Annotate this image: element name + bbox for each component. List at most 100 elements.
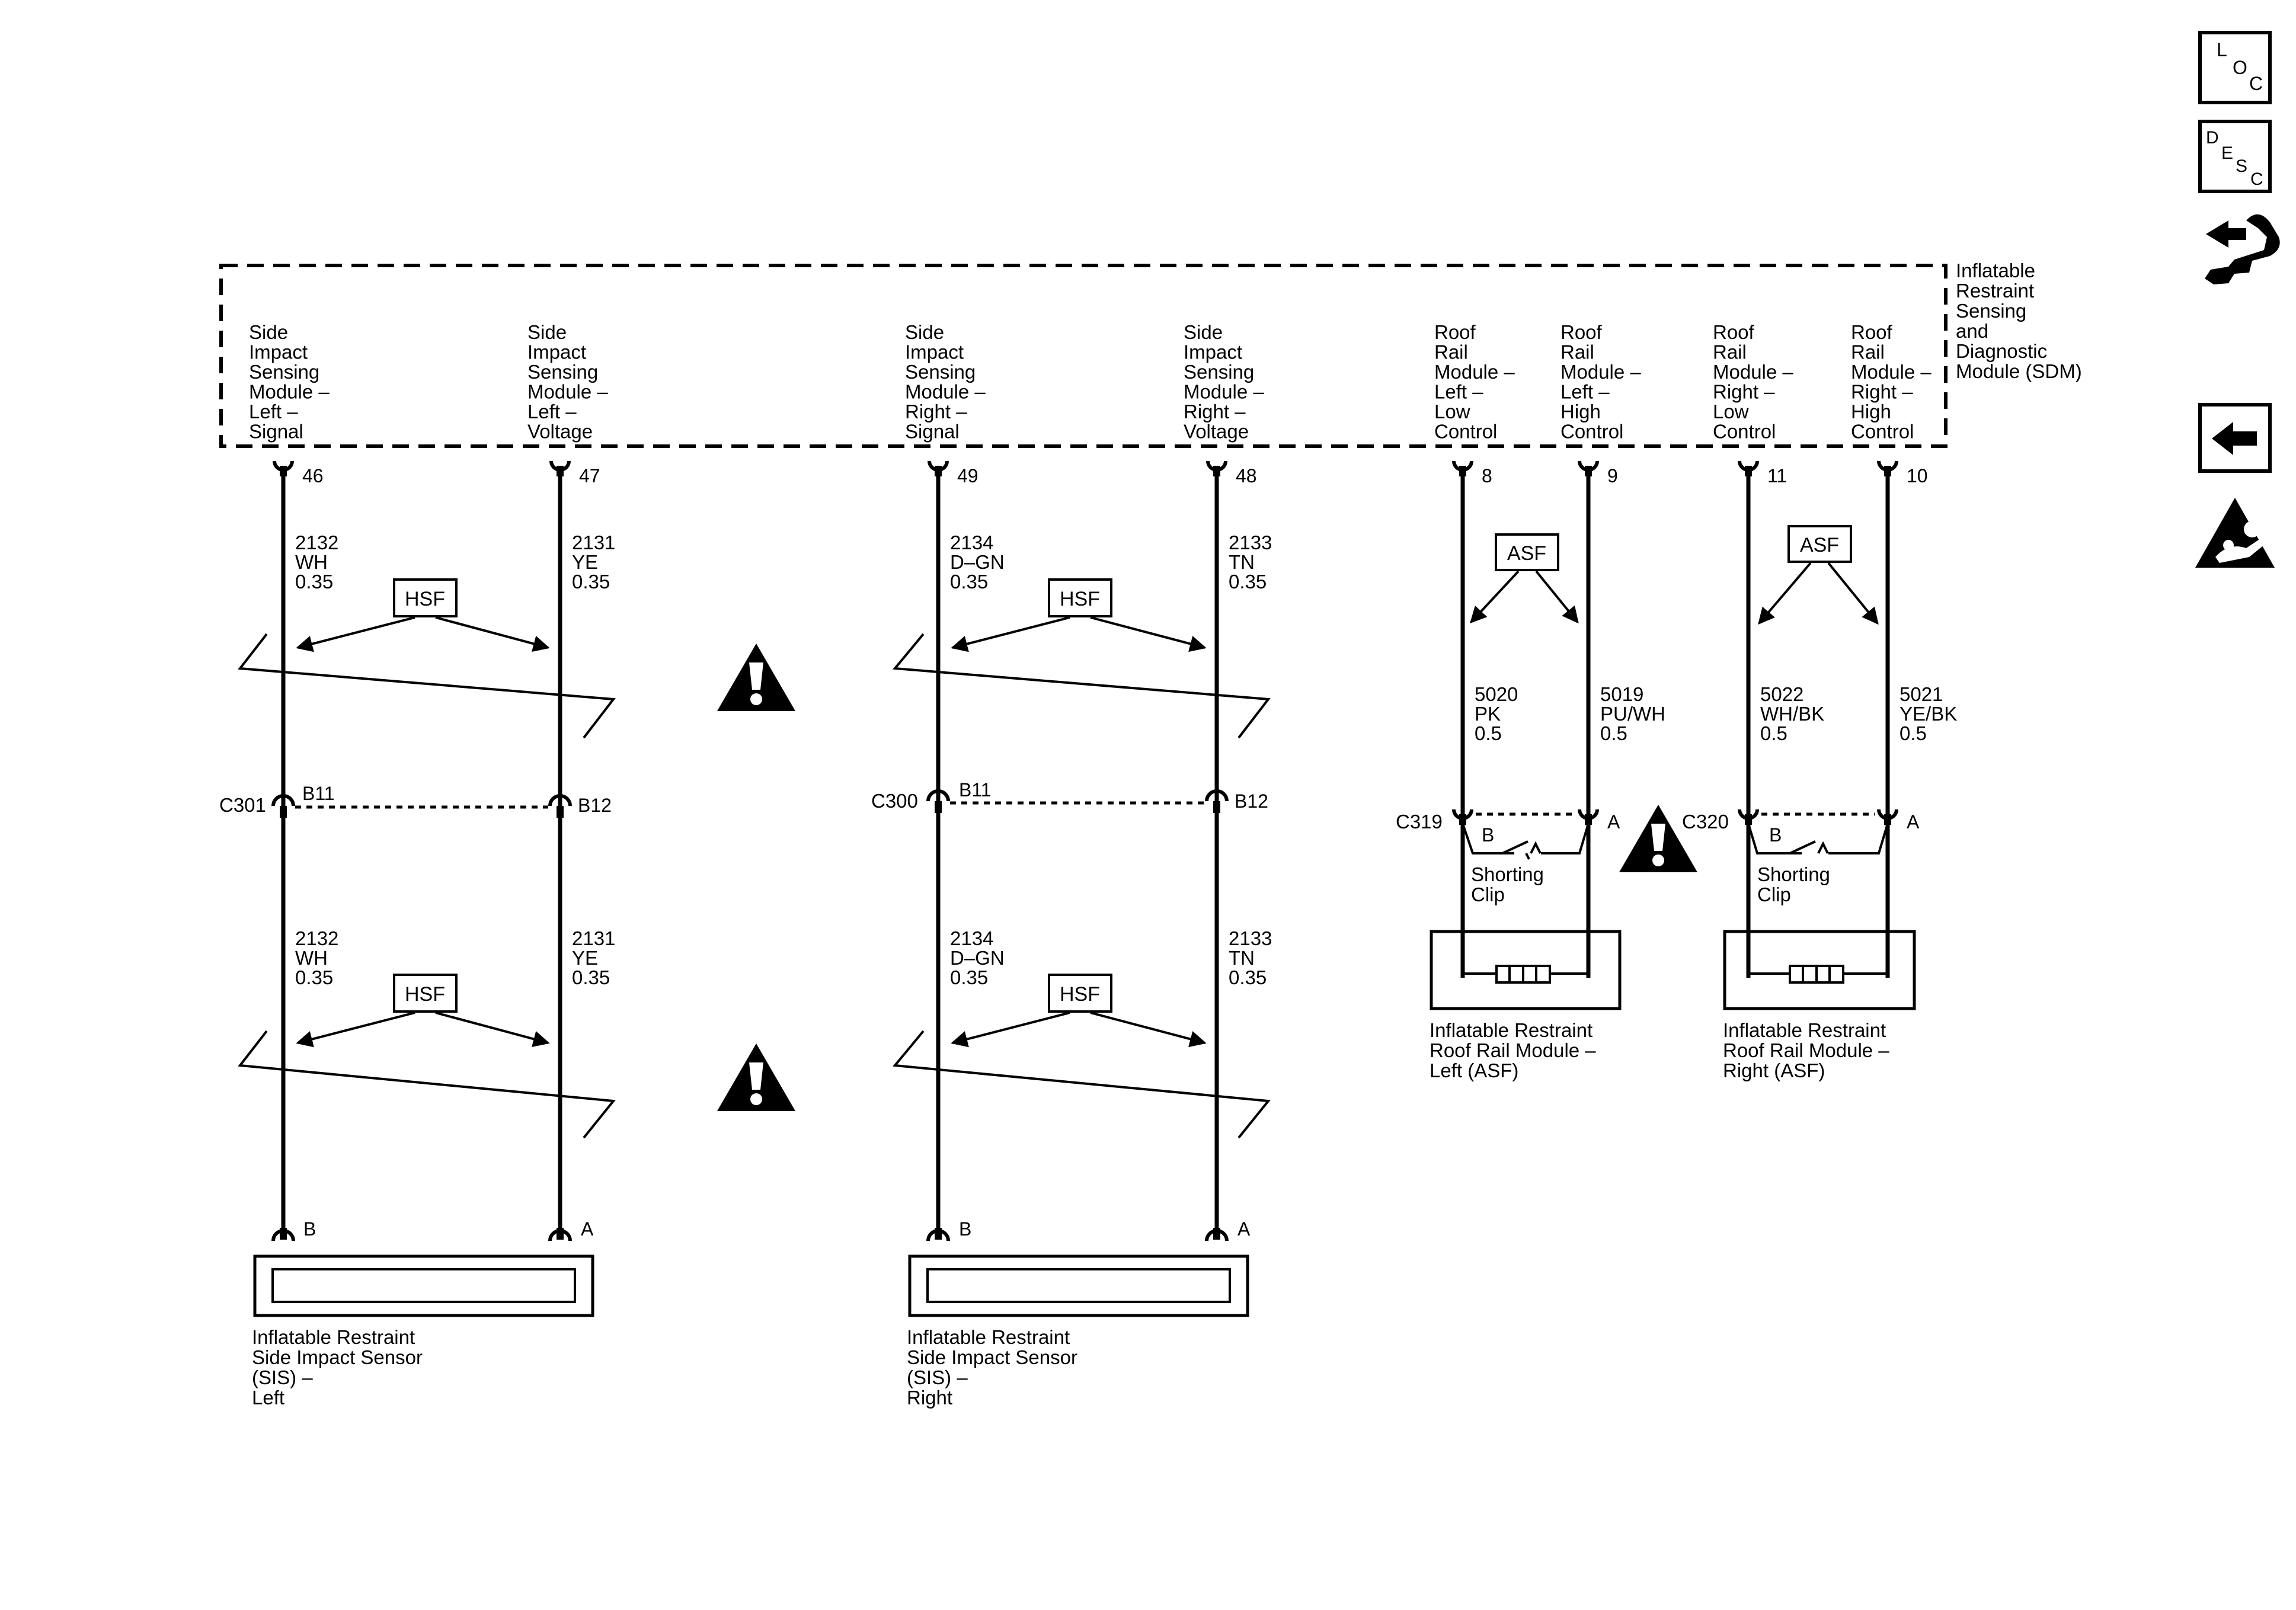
sdm-circuit-label: Roof [1434, 321, 1476, 343]
sdm-circuit-label: Side [249, 321, 288, 343]
side-impact-sensor-left: B A Inflatable Restraint Side Impact Sen… [252, 1218, 594, 1409]
sdm-circuit-label: Low [1434, 401, 1470, 422]
sdm-circuit-label: High [1560, 401, 1601, 422]
sdm-circuit-label: Low [1713, 401, 1749, 422]
sdm-circuit-label: Sensing [527, 361, 598, 383]
connector-c320: C320 B A Shorting Clip [1682, 809, 1920, 978]
wire-label: 0.5 [1475, 722, 1502, 744]
wire-labels-upper: 2132WH0.352131YE0.352134D–GN0.352133TN0.… [295, 532, 1957, 744]
wire-label: WH/BK [1760, 703, 1824, 725]
loc-button[interactable]: L O C [2198, 31, 2272, 104]
sdm-circuit-label: Rail [1434, 341, 1468, 363]
side-impact-sensor-right: B A Inflatable Restraint Side Impact Sen… [907, 1218, 1251, 1409]
asf-label: ASF [1800, 534, 1839, 556]
sdm-circuit-label: Module – [1184, 381, 1264, 403]
hsf-box [393, 578, 458, 617]
sdm-circuit-label: Left – [1560, 381, 1610, 403]
sdm-circuit-label: Module – [249, 381, 330, 403]
sdm-circuit-label: Module – [905, 381, 986, 403]
sdm-circuit-label: Side [527, 321, 567, 343]
sdm-circuit-label: Voltage [1184, 421, 1249, 443]
hsf-label: HSF [405, 983, 445, 1006]
connector-pin: A [1907, 811, 1920, 833]
sdm-connector-sockets [274, 461, 1897, 476]
back-button[interactable] [2198, 403, 2272, 473]
wire-label: D–GN [950, 947, 1005, 969]
hsf-box [393, 974, 458, 1013]
shorting-clip-label: Clip [1471, 884, 1505, 905]
component-label: Roof Rail Module – [1723, 1039, 1889, 1061]
connector-name: C320 [1682, 811, 1729, 833]
sdm-circuit-label: Module – [1560, 361, 1641, 383]
sdm-name-line: Sensing [1956, 300, 2026, 322]
sdm-circuit-label: Module – [1851, 361, 1932, 383]
hsf-box [1048, 578, 1112, 617]
sensor-pin: B [303, 1218, 316, 1240]
wire-label: 2133 [1229, 927, 1272, 949]
loc-letter: O [2233, 57, 2247, 78]
shorting-clip-label: Shorting [1757, 863, 1830, 885]
hsf-twisted-pairs: HSF HSF HSF HSF [238, 578, 1271, 1139]
roof-rail-module-left: Inflatable Restraint Roof Rail Module – … [1430, 930, 1622, 1081]
wire-label: 5020 [1475, 683, 1518, 705]
desc-button[interactable]: D E S C [2198, 120, 2272, 193]
desc-button-icon[interactable] [2198, 120, 2272, 193]
sdm-circuit-label: Control [1560, 421, 1623, 443]
wire-label: 0.5 [1900, 722, 1927, 744]
sdm-circuit-label: Signal [249, 421, 303, 443]
wire-label: 0.35 [950, 571, 988, 593]
sdm-circuit-label: Right – [1851, 381, 1913, 403]
wire-label: 0.35 [572, 966, 610, 988]
airbag-warning-button[interactable] [2195, 498, 2275, 568]
wire-label: 2132 [295, 927, 338, 949]
wire-label: PU/WH [1600, 703, 1665, 725]
wire-label: 0.35 [950, 966, 988, 988]
desc-letter: C [2250, 169, 2263, 189]
sdm-circuit-label: Roof [1560, 321, 1603, 343]
hsf-label: HSF [1060, 588, 1100, 610]
sdm-module-box [219, 264, 1948, 448]
wire-label: 0.35 [1229, 571, 1267, 593]
connector-pin: B11 [302, 783, 335, 804]
wire-label: 0.35 [572, 571, 610, 593]
sdm-circuit-label: Right – [1713, 381, 1775, 403]
wire-label: 2133 [1229, 532, 1272, 553]
wire-label: 2131 [572, 532, 615, 553]
sdm-circuit-label: Sensing [249, 361, 319, 383]
wire-label: YE/BK [1900, 703, 1957, 725]
component-label: Inflatable Restraint [1723, 1019, 1886, 1041]
sdm-circuit-label: Roof [1851, 321, 1893, 343]
sdm-circuit-label: Side [1184, 321, 1223, 343]
component-label: Left [252, 1387, 284, 1409]
sdm-name: InflatableRestraintSensingandDiagnosticM… [1956, 260, 2082, 382]
connector-hand-icon[interactable] [2205, 214, 2280, 284]
loc-button-icon[interactable] [2198, 31, 2272, 104]
asf-box [1495, 533, 1559, 571]
connector-pin: B [1482, 824, 1494, 846]
sdm-pin-number: 48 [1236, 465, 1257, 486]
sdm-circuit-label: Impact [1184, 341, 1242, 363]
wire-label: 2131 [572, 927, 615, 949]
wire-label: 2134 [950, 927, 993, 949]
sdm-circuit-label: Roof [1713, 321, 1755, 343]
wire-label: 5022 [1760, 683, 1803, 705]
connector-pin: B [1769, 824, 1782, 846]
sdm-circuit-label: Rail [1713, 341, 1747, 363]
connector-c300: C300 B11 B12 [871, 779, 1268, 813]
component-label: Right (ASF) [1723, 1060, 1825, 1081]
sdm-circuit-label: Right – [905, 401, 967, 422]
wire-label: 0.35 [295, 966, 333, 988]
component-label: Right [907, 1387, 952, 1409]
wire-label: TN [1229, 551, 1255, 573]
wire-label: 0.35 [295, 571, 333, 593]
sdm-pin-number: 49 [957, 465, 978, 486]
sdm-circuit-label: Left – [1434, 381, 1483, 403]
hsf-box [1048, 974, 1112, 1013]
connector-name: C300 [871, 790, 918, 812]
sdm-name-line: and [1956, 320, 1988, 342]
wire-label: 0.35 [1229, 966, 1267, 988]
hsf-label: HSF [1060, 983, 1100, 1006]
component-label: Inflatable Restraint [907, 1326, 1070, 1348]
asf-box [1787, 525, 1852, 563]
